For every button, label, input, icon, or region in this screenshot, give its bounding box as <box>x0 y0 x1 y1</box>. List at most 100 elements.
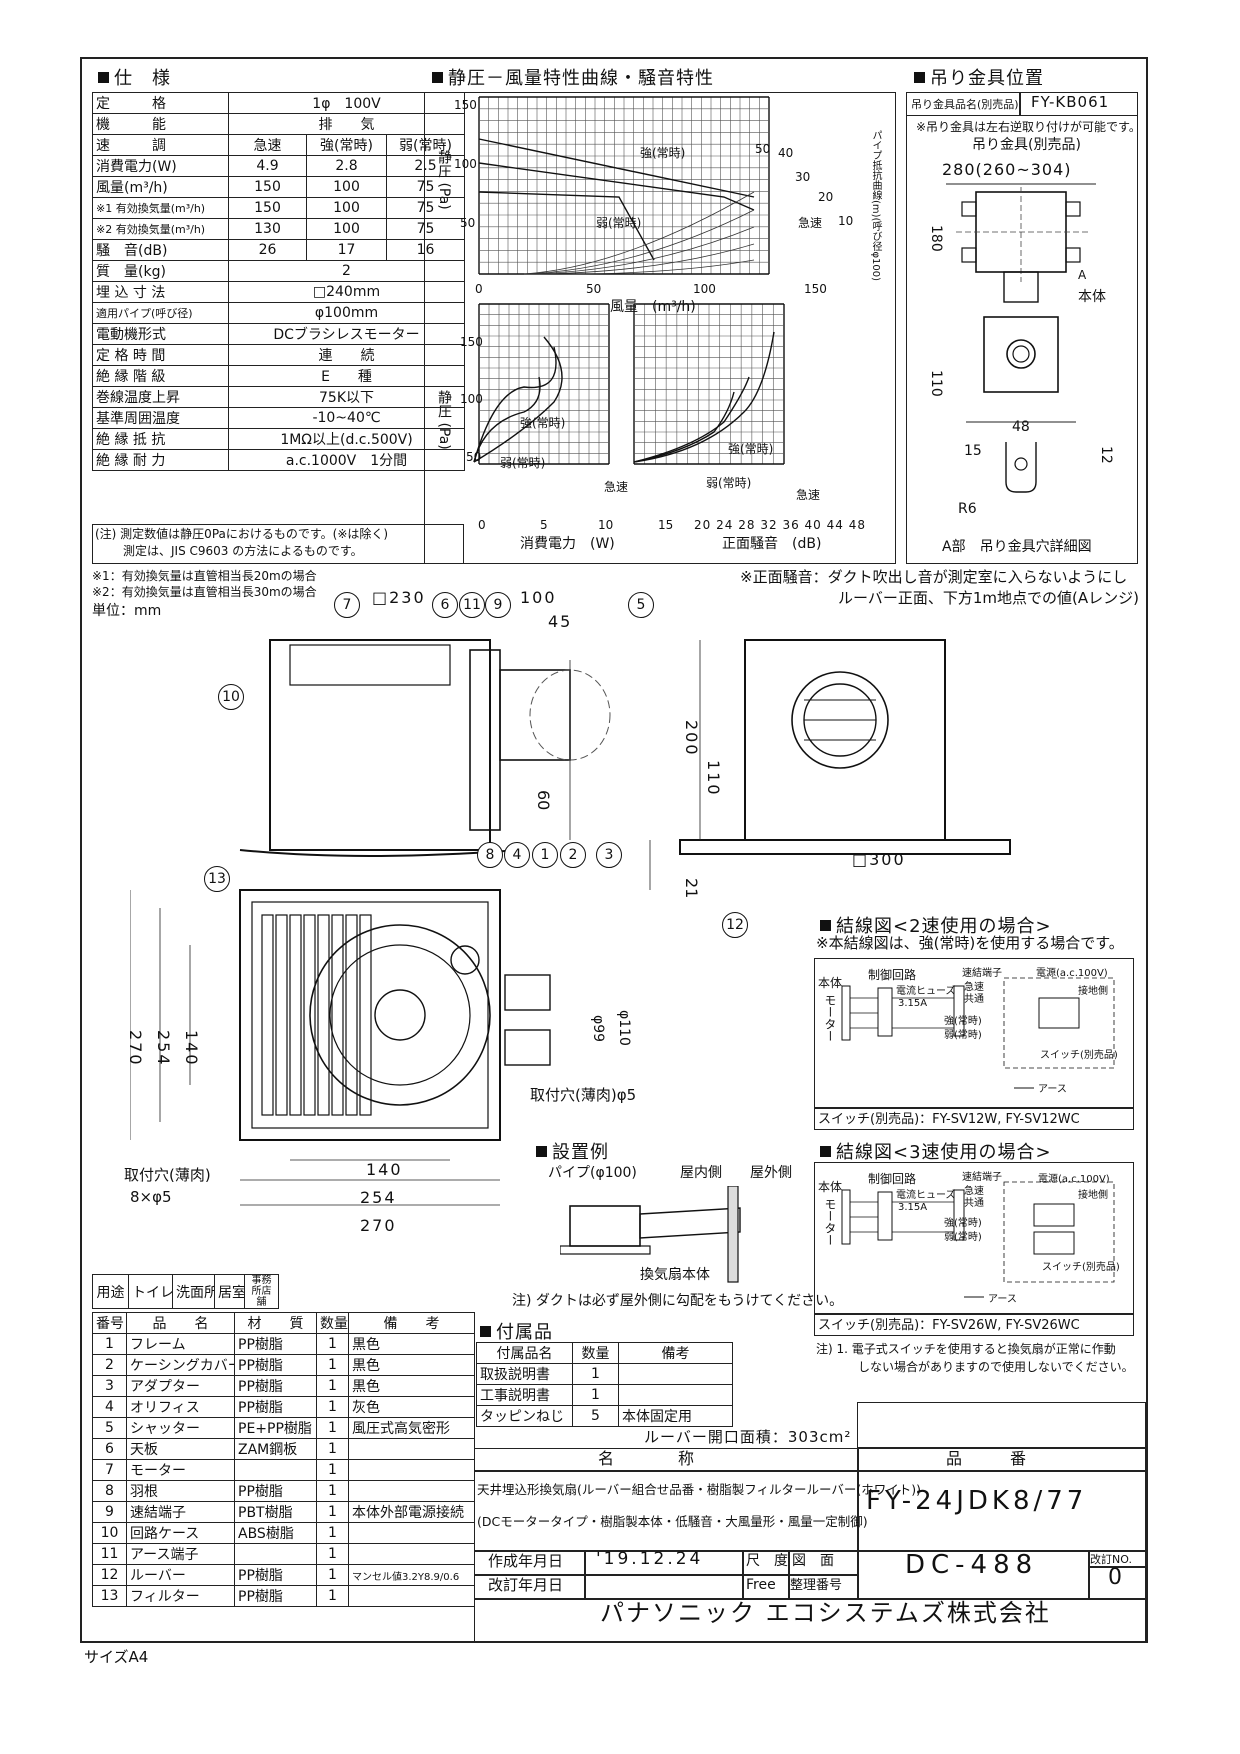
footnote-2: ※2：有効換気量は直管相当長30mの場合 <box>92 585 317 599</box>
parts-cell: 1 <box>316 1417 349 1439</box>
hanger-fixture: 吊り金具(別売品) <box>972 137 1081 153</box>
w2-earth: アース <box>1038 1084 1067 1095</box>
parts-cell <box>234 1543 317 1565</box>
parts-header: 備 考 <box>348 1312 475 1334</box>
w3-fast: 急速 <box>964 1186 984 1197</box>
parts-cell: PP樹脂 <box>234 1564 317 1586</box>
size-label: サイズA4 <box>84 1648 149 1666</box>
parts-cell <box>348 1585 475 1607</box>
fan-blades <box>329 944 471 1086</box>
spec-value: 26 <box>228 239 307 261</box>
w3-earth: アース <box>988 1294 1017 1305</box>
usage-office: 事務所店舗 <box>244 1274 279 1309</box>
callout-3: 3 <box>596 842 622 868</box>
parts-cell: 天板 <box>126 1438 235 1460</box>
dim-phi99: φ99 <box>590 1015 606 1043</box>
wiring2-title: 結線図<2速使用の場合> <box>820 912 1052 938</box>
w2-power: 電源(a.c.100V) <box>1036 968 1108 979</box>
pipe-20: 20 <box>818 190 834 204</box>
dim-60: 60 <box>534 790 553 811</box>
spec-label: 質 量(kg) <box>92 260 229 282</box>
parts-cell <box>234 1459 317 1481</box>
parts-cell: フィルター <box>126 1585 235 1607</box>
acc-header: 数量 <box>572 1342 619 1364</box>
w2-weak: 弱(常時) <box>944 1030 982 1041</box>
spec-value: 2.8 <box>306 155 387 177</box>
spec-label: 騒 音(dB) <box>92 239 229 261</box>
wiring2-switch: スイッチ(別売品)：FY-SV12W, FY-SV12WC <box>818 1112 1080 1127</box>
callout-12: 12 <box>722 912 748 938</box>
side-views-svg <box>239 639 1011 890</box>
install-title: 設置例 <box>536 1138 609 1164</box>
br-label-strong: 強(常時) <box>728 442 774 456</box>
spec-label: 絶 縁 抵 抗 <box>92 428 229 450</box>
br-label-fast: 急速 <box>796 488 821 502</box>
spec-label: 巻線温度上昇 <box>92 386 229 408</box>
bl-x-15: 15 <box>658 518 674 532</box>
bottom-view-svg <box>130 889 551 1206</box>
pipe-curve-20 <box>523 243 755 275</box>
parts-cell: アース端子 <box>126 1543 235 1565</box>
wiring3-box <box>814 1162 1134 1314</box>
pipe-curve-30 <box>523 226 755 275</box>
wiring3-switch: スイッチ(別売品)：FY-SV26W, FY-SV26WC <box>818 1318 1080 1333</box>
w3-body: 本体 <box>818 1180 843 1194</box>
parts-cell: オリフィス <box>126 1396 235 1418</box>
w2-fuse: 電流ヒューズ <box>896 986 956 997</box>
acc-cell: 本体固定用 <box>618 1405 733 1427</box>
tb-rev-label: 改訂NO. <box>1090 1553 1132 1566</box>
bl-ylabel: 静圧 (Pa) <box>436 390 452 450</box>
title-block <box>474 1448 1146 1643</box>
parts-cell: PP樹脂 <box>234 1585 317 1607</box>
install-svg <box>560 1186 741 1283</box>
parts-cell: アダプター <box>126 1375 235 1397</box>
hole-label-1: 取付穴(薄肉)φ5 <box>530 1086 637 1104</box>
parts-cell: 1 <box>316 1480 349 1502</box>
bl-chart-grid <box>478 303 610 465</box>
parts-cell: PP樹脂 <box>234 1375 317 1397</box>
accessories-title: 付属品 <box>480 1318 553 1344</box>
spec-value: 4.9 <box>228 155 307 177</box>
hanger-dim-12: 12 <box>1098 446 1114 464</box>
w2-strong: 強(常時) <box>944 1016 982 1027</box>
bl-y-100: 100 <box>460 392 483 406</box>
parts-header: 材 質 <box>234 1312 317 1334</box>
hanger-title: 吊り金具位置 <box>914 64 1044 90</box>
spec-row: 速 調急速強(常時)弱(常時) <box>92 134 466 156</box>
parts-cell: シャッター <box>126 1417 235 1439</box>
spec-row: 基準周囲温度-10~40℃ <box>92 407 466 429</box>
br-x-ticks: 20 24 28 32 36 40 44 48 <box>694 518 867 532</box>
top-y-tick-50: 50 <box>460 216 476 230</box>
bl-x-5: 5 <box>540 518 548 532</box>
parts-cell: PP樹脂 <box>234 1396 317 1418</box>
parts-cell: 黒色 <box>348 1375 475 1397</box>
pipe-10: 10 <box>838 214 854 228</box>
hole-label-2a: 取付穴(薄肉) <box>124 1166 211 1184</box>
w2-motor: モーター <box>823 994 837 1042</box>
bottom-view-frame <box>239 889 501 1141</box>
usage-living: 居室 <box>214 1274 245 1309</box>
footnote-1: ※1：有効換気量は直管相当長20mの場合 <box>92 569 317 583</box>
w2-terminal: 速結端子 <box>962 968 1002 979</box>
parts-cell: モーター <box>126 1459 235 1481</box>
hole-label-2b: 8×φ5 <box>130 1188 172 1206</box>
callout-13: 13 <box>204 866 230 892</box>
side-view-adapter <box>499 669 571 761</box>
hanger-note: ※吊り金具は左右逆取り付けが可能です。 <box>916 120 1141 134</box>
tb-scale-label: 尺 度 <box>746 1553 788 1569</box>
install-inside: 屋内側 <box>680 1165 722 1181</box>
parts-cell: 黒色 <box>348 1333 475 1355</box>
wiring2-note: ※本結線図は、強(常時)を使用する場合です。 <box>816 934 1124 952</box>
install-pipe: パイプ(φ100) <box>548 1165 637 1181</box>
parts-cell <box>348 1522 475 1544</box>
bl-curve-fast <box>473 336 563 463</box>
